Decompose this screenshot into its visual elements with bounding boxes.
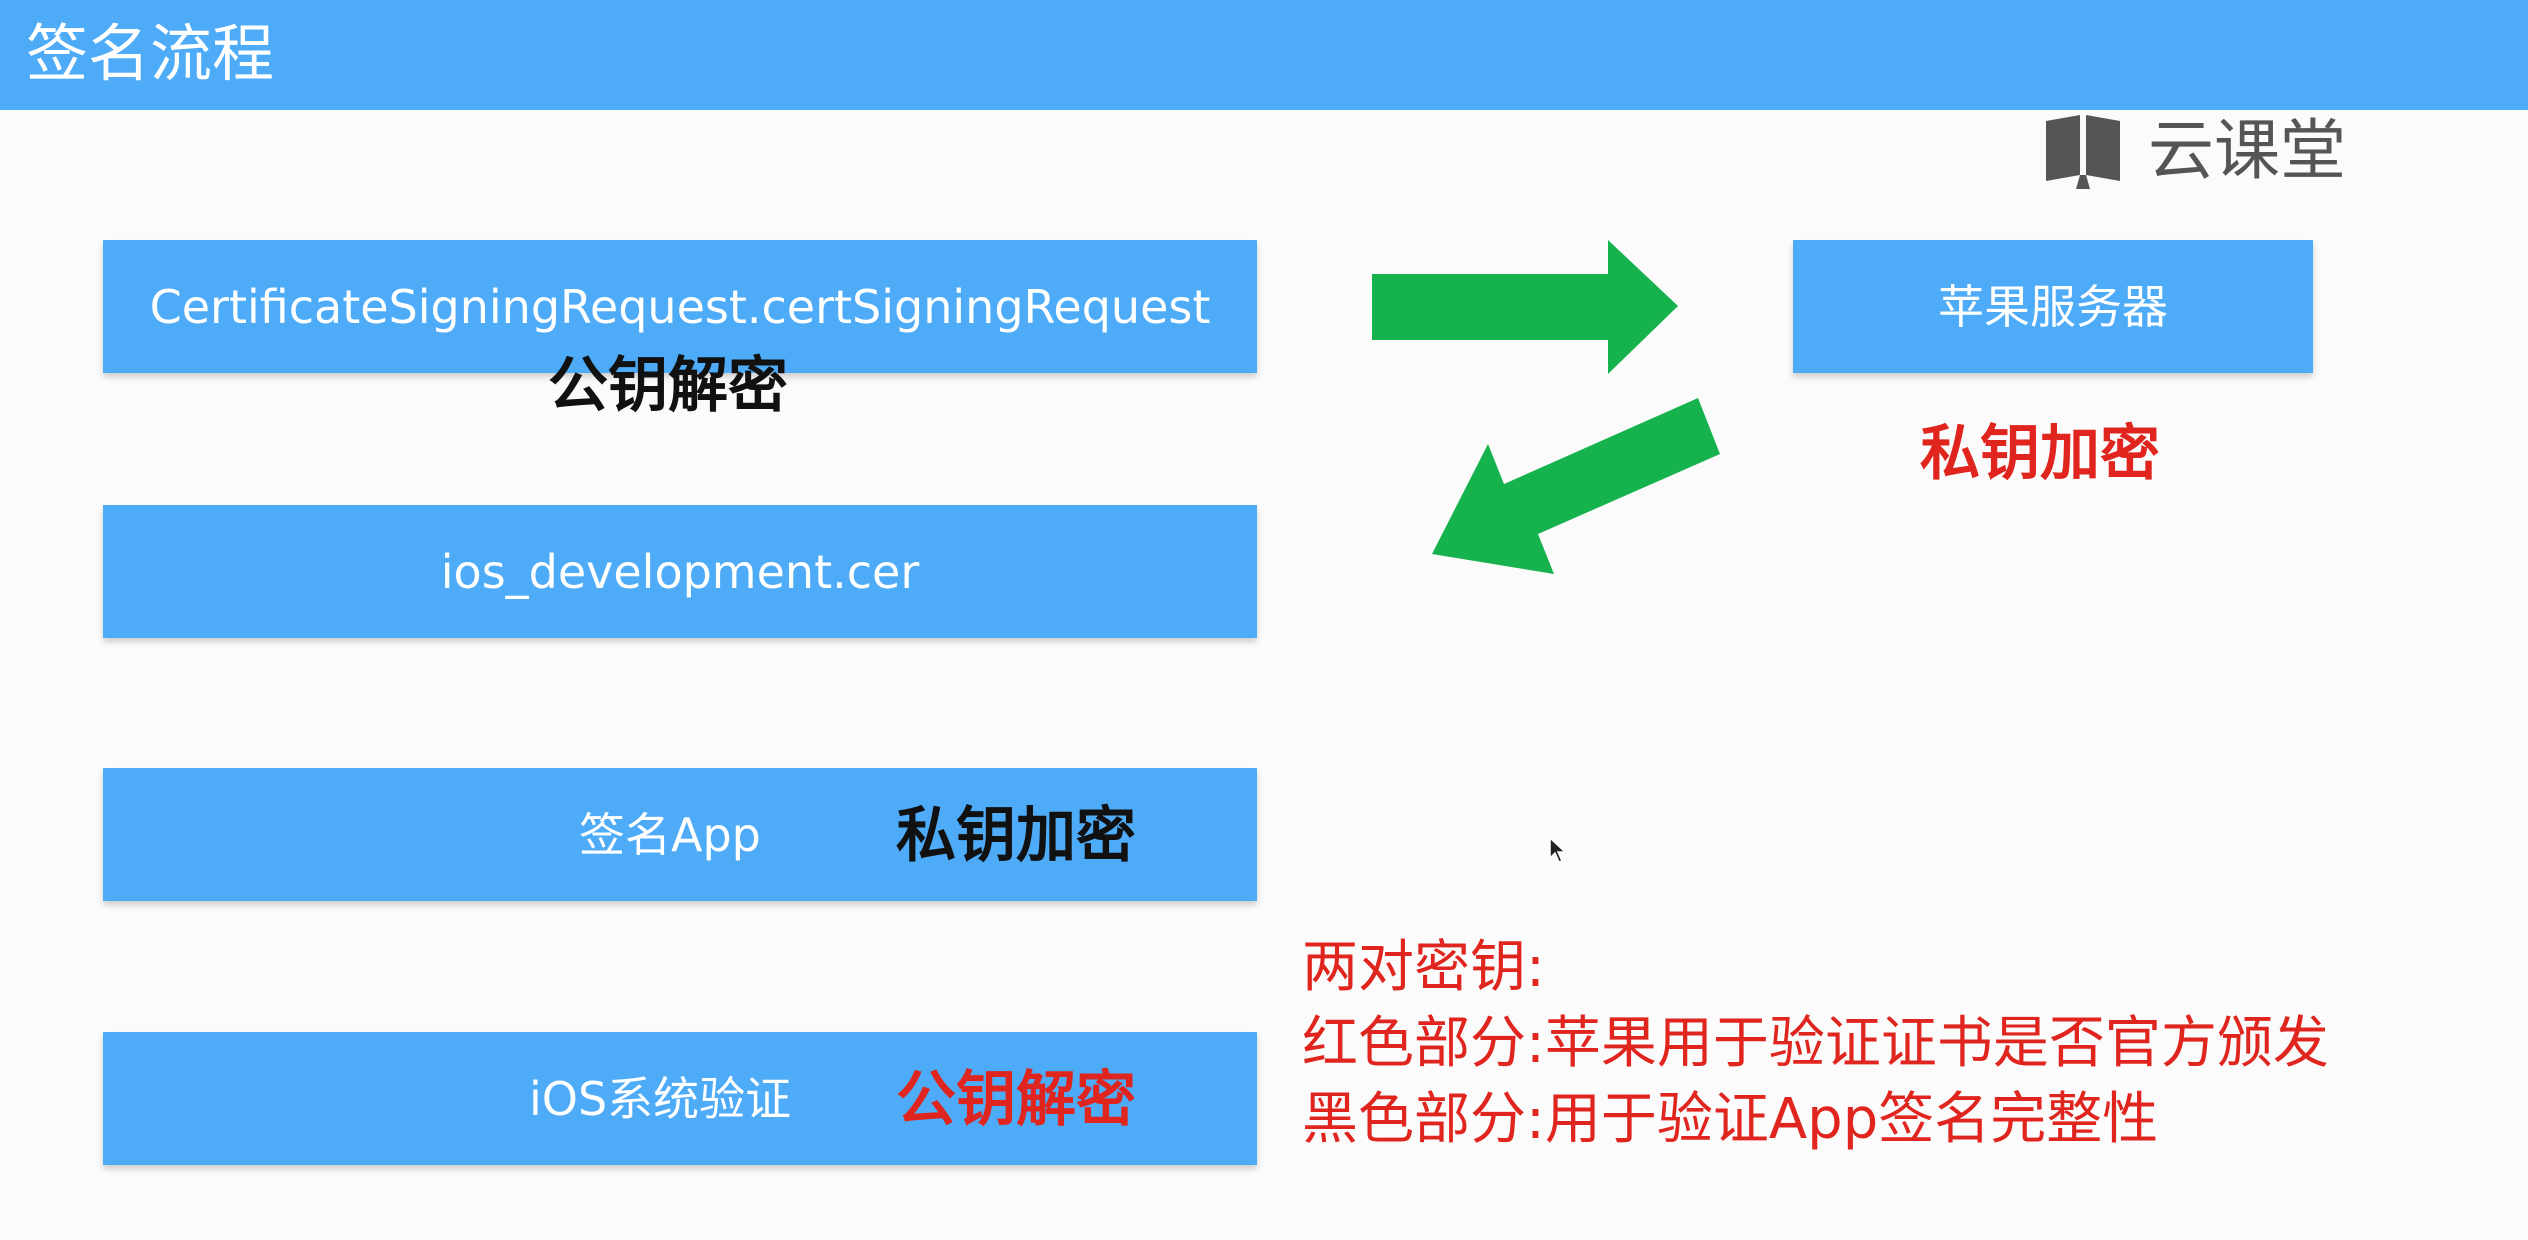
csr-file-box: CertificateSigningRequest.certSigningReq… <box>103 240 1257 373</box>
page-title: 签名流程 <box>26 17 275 90</box>
mouse-cursor-icon <box>1549 836 1567 863</box>
apple-server-box: 苹果服务器 <box>1793 240 2313 373</box>
ios-verify-box: iOS系统验证 <box>103 1032 1257 1165</box>
watermark-text: 云课堂 <box>2148 112 2346 189</box>
verify-decrypt-label: 公钥解密 <box>896 1065 1136 1135</box>
sign-app-box: 签名App <box>103 768 1257 901</box>
notes-black-part: 黑色部分:用于验证App签名完整性 <box>1302 1087 2159 1152</box>
csr-decrypt-label: 公钥解密 <box>548 351 788 421</box>
title-bar: 签名流程 <box>0 0 2528 110</box>
sign-app-label: 签名App <box>579 807 761 862</box>
server-encrypt-label: 私钥加密 <box>1920 419 2160 489</box>
down-left-arrow-icon <box>1432 398 1720 574</box>
apple-server-label: 苹果服务器 <box>1938 279 2168 334</box>
ios-verify-label: iOS系统验证 <box>529 1071 792 1126</box>
right-arrow-icon <box>1372 240 1678 374</box>
csr-file-label: CertificateSigningRequest.certSigningReq… <box>149 279 1211 334</box>
sign-encrypt-label: 私钥加密 <box>896 801 1136 871</box>
book-logo-icon <box>2046 115 2120 189</box>
notes-heading: 两对密钥: <box>1302 935 1545 1000</box>
watermark-logo: 云课堂 <box>2040 106 2346 196</box>
cer-file-label: ios_development.cer <box>440 544 920 599</box>
notes-red-part: 红色部分:苹果用于验证证书是否官方颁发 <box>1302 1011 2329 1076</box>
key-notes: 两对密钥: 红色部分:苹果用于验证证书是否官方颁发 黑色部分:用于验证App签名… <box>1302 930 2329 1158</box>
cer-file-box: ios_development.cer <box>103 505 1257 638</box>
